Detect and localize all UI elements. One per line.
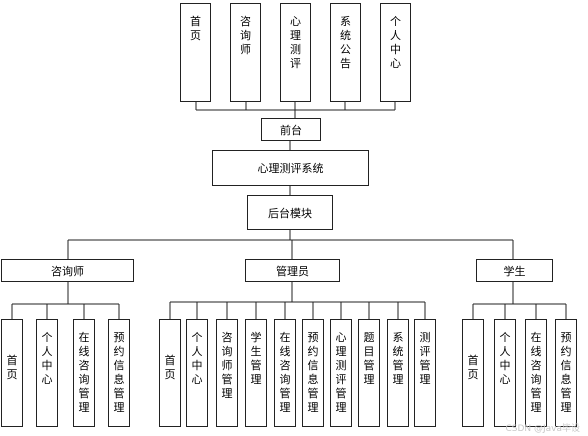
counselor-module-home-label: 首页 [6, 354, 18, 381]
front-module-assessment: 心理测评 [280, 3, 311, 102]
front-module-counselor-label: 咨询师 [240, 15, 251, 56]
counselor-module-home: 首页 [1, 319, 23, 427]
backend-node-label: 后台模块 [268, 206, 312, 220]
front-module-personal-center-label: 个人中心 [390, 15, 401, 70]
student-module-online-consult: 在线咨询管理 [525, 319, 547, 427]
role-node-admin-label: 管理员 [276, 264, 309, 278]
role-node-counselor: 咨询师 [1, 259, 134, 282]
student-module-appointment: 预约信息管理 [555, 319, 577, 427]
role-node-counselor-label: 咨询师 [51, 264, 84, 278]
student-module-personal-center-label: 个人中心 [499, 331, 511, 386]
student-module-home-label: 首页 [467, 354, 479, 381]
admin-module-home: 首页 [159, 319, 181, 427]
admin-module-student-mgmt-label: 学生管理 [250, 331, 262, 386]
admin-module-appointment-label: 预约信息管理 [307, 331, 319, 414]
counselor-module-personal-center: 个人中心 [36, 319, 58, 427]
admin-module-assessment-mgmt-label: 心理测评管理 [335, 331, 347, 414]
admin-module-counselor-mgmt-label: 咨询师管理 [221, 331, 233, 400]
system-node-label: 心理测评系统 [257, 162, 324, 175]
admin-module-evaluation-mgmt: 测评管理 [414, 319, 436, 427]
admin-module-online-consult: 在线咨询管理 [274, 319, 296, 427]
admin-module-evaluation-mgmt-label: 测评管理 [419, 331, 431, 386]
frontend-node-label: 前台 [280, 123, 302, 137]
front-module-announcement: 系统公告 [330, 3, 361, 102]
front-module-home: 首页 [180, 3, 211, 102]
student-module-personal-center: 个人中心 [494, 319, 516, 427]
role-node-student-label: 学生 [503, 264, 526, 278]
counselor-module-online-consult-label: 在线咨询管理 [78, 331, 90, 414]
role-node-admin: 管理员 [245, 259, 340, 282]
frontend-node: 前台 [261, 118, 321, 141]
front-module-home-label: 首页 [190, 15, 201, 42]
backend-node: 后台模块 [247, 195, 333, 230]
role-node-student: 学生 [476, 259, 553, 282]
admin-module-counselor-mgmt: 咨询师管理 [216, 319, 238, 427]
counselor-module-appointment-label: 预约信息管理 [113, 331, 125, 414]
admin-module-student-mgmt: 学生管理 [245, 319, 267, 427]
front-module-personal-center: 个人中心 [380, 3, 411, 102]
admin-module-home-label: 首页 [164, 354, 176, 381]
admin-module-system-mgmt: 系统管理 [387, 319, 409, 427]
watermark-text: CSDN @Java毕设 [505, 424, 580, 434]
front-module-counselor: 咨询师 [230, 3, 261, 102]
admin-module-personal-center: 个人中心 [186, 319, 208, 427]
admin-module-online-consult-label: 在线咨询管理 [279, 331, 291, 414]
front-module-assessment-label: 心理测评 [290, 15, 301, 70]
admin-module-personal-center-label: 个人中心 [191, 331, 203, 386]
counselor-module-personal-center-label: 个人中心 [41, 331, 53, 386]
system-node: 心理测评系统 [212, 150, 369, 186]
admin-module-appointment: 预约信息管理 [302, 319, 324, 427]
admin-module-assessment-mgmt: 心理测评管理 [330, 319, 352, 427]
counselor-module-appointment: 预约信息管理 [108, 319, 130, 427]
student-module-appointment-label: 预约信息管理 [560, 331, 572, 414]
front-module-announcement-label: 系统公告 [340, 15, 351, 70]
admin-module-question-mgmt: 题目管理 [358, 319, 380, 427]
admin-module-question-mgmt-label: 题目管理 [363, 331, 375, 386]
admin-module-system-mgmt-label: 系统管理 [392, 331, 404, 386]
student-module-home: 首页 [462, 319, 484, 427]
student-module-online-consult-label: 在线咨询管理 [530, 331, 542, 414]
counselor-module-online-consult: 在线咨询管理 [73, 319, 95, 427]
